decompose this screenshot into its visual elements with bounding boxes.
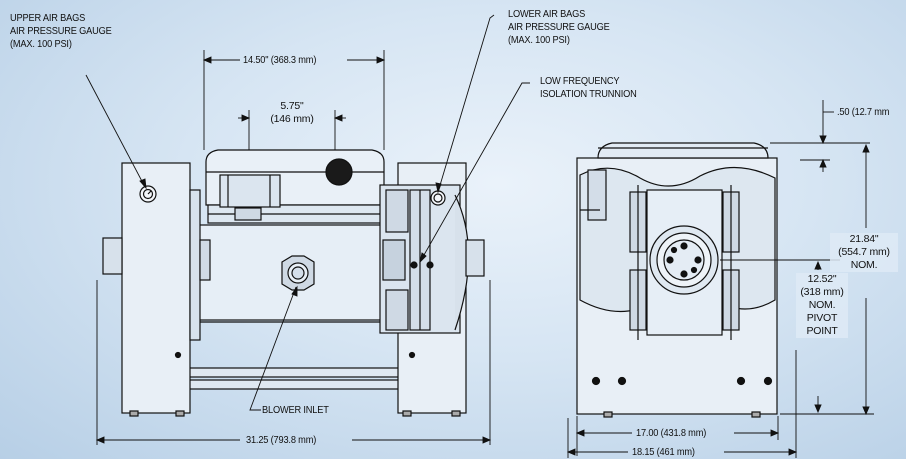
upper-gauge-line-2: AIR PRESSURE GAUGE — [10, 25, 112, 37]
side-view-dimensions — [566, 100, 874, 458]
pivot-word-2: POINT — [806, 325, 838, 337]
overall-height-mm: (554.7 mm) — [838, 246, 890, 258]
pivot-word-1: PIVOT — [806, 312, 838, 324]
upper-gauge-line-1: UPPER AIR BAGS — [10, 12, 86, 24]
lower-gauge-callout: LOWER AIR BAGS AIR PRESSURE GAUGE (MAX. … — [508, 8, 610, 47]
motor-knob — [325, 158, 353, 186]
overall-height-in: 21.84" — [849, 233, 879, 245]
overall-width-dimension: 31.25 (793.8 mm) — [246, 434, 317, 446]
top-offset-dimension: .50 (12.7 mm — [837, 106, 890, 118]
top-width-dimension: 14.50" (368.3 mm) — [243, 54, 317, 66]
pivot-nom: NOM. — [808, 299, 836, 311]
front-view — [102, 149, 485, 417]
inner-width-in: 5.75" — [280, 100, 304, 112]
upper-gauge-leader — [85, 74, 146, 188]
lower-gauge-line-2: AIR PRESSURE GAUGE — [508, 21, 610, 33]
inner-width-dimension: 5.75" (146 mm) — [262, 100, 322, 126]
blower-inlet-callout: BLOWER INLET — [262, 404, 329, 416]
pivot-in: 12.52" — [807, 273, 837, 285]
overall-height-nom: NOM. — [850, 259, 878, 271]
base-width-dimension: 17.00 (431.8 mm) — [636, 427, 707, 439]
callout-leaders — [85, 14, 530, 411]
overall-height-dimension: 21.84" (554.7 mm) NOM. — [830, 233, 898, 272]
trunnion-leader — [419, 82, 530, 263]
trunnion-line-1: LOW FREQUENCY — [540, 75, 620, 87]
side-view — [576, 142, 778, 418]
inner-width-mm: (146 mm) — [270, 113, 314, 125]
left-side-plate — [121, 162, 191, 414]
front-view-dimensions — [95, 50, 492, 445]
trunnion-line-2: ISOLATION TRUNNION — [540, 88, 637, 100]
trunnion-callout: LOW FREQUENCY ISOLATION TRUNNION — [540, 75, 637, 101]
lower-gauge-leader — [437, 14, 495, 193]
blower-leader — [249, 286, 297, 411]
upper-gauge-line-3: (MAX. 100 PSI) — [10, 38, 72, 50]
lower-gauge-line-1: LOWER AIR BAGS — [508, 8, 586, 20]
pivot-mm: (318 mm) — [800, 286, 844, 298]
upper-gauge-callout: UPPER AIR BAGS AIR PRESSURE GAUGE (MAX. … — [10, 12, 112, 51]
side-overall-width-dimension: 18.15 (461 mm) — [632, 446, 695, 458]
lower-gauge-line-3: (MAX. 100 PSI) — [508, 34, 570, 46]
pivot-height-dimension: 12.52" (318 mm) NOM. PIVOT POINT — [796, 273, 848, 338]
